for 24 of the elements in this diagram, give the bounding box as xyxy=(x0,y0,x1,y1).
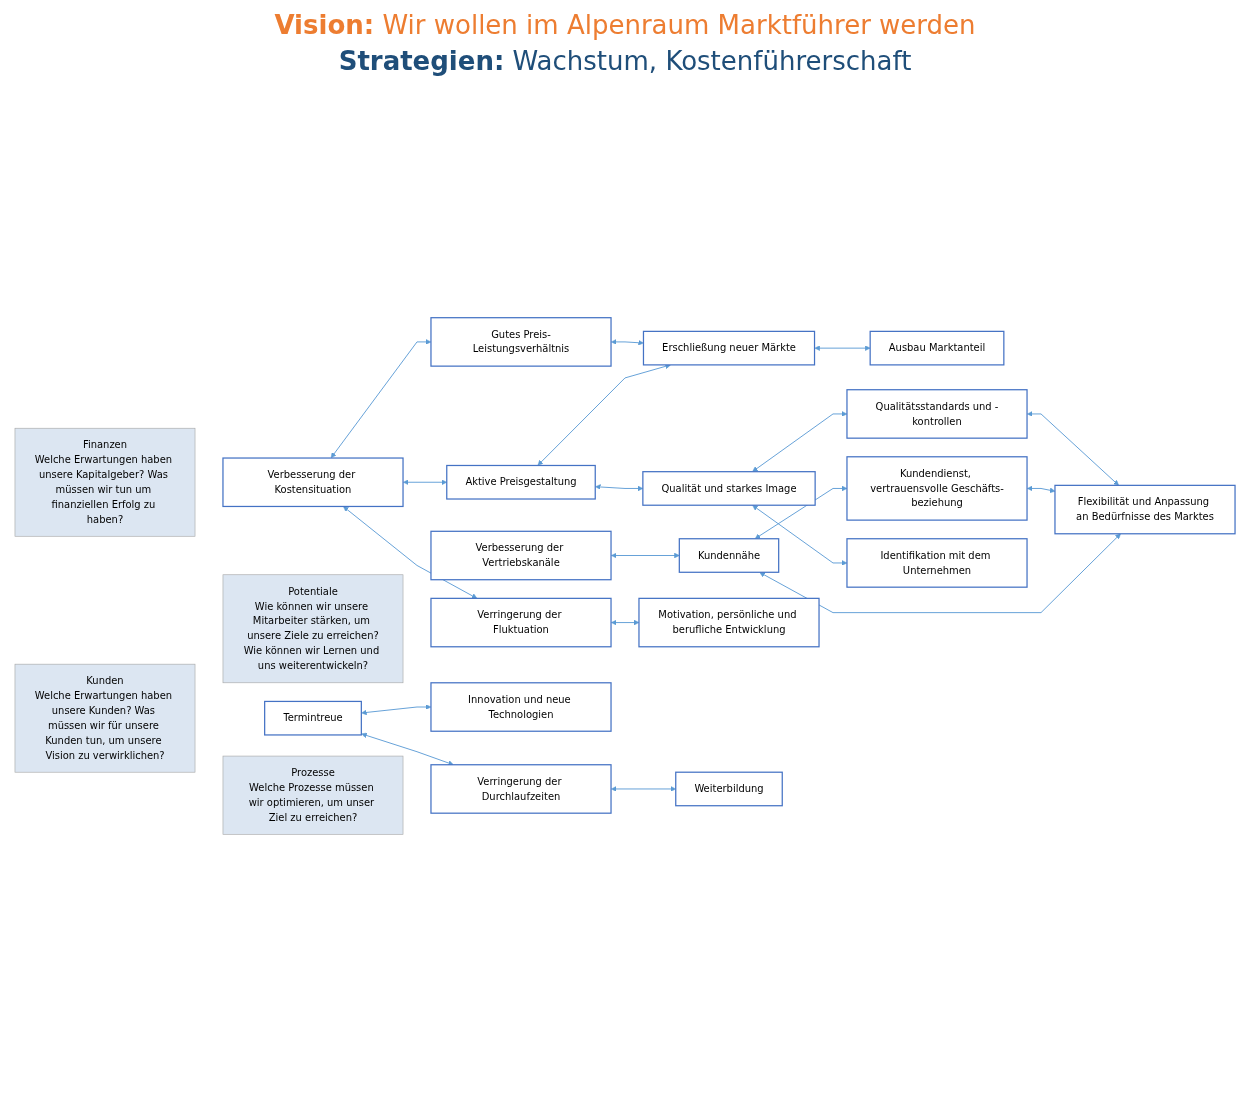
node-box: Potentiale Wie können wir unsere Mitarbeiter stärken, um unsere Ziele zu erreichen? Wie können wir Lernen und uns weiterentwickeln? xyxy=(222,574,404,684)
node-box: Erschließung neuer Märkte xyxy=(642,330,816,366)
node-box: Gutes Preis-Leistungsverhältnis xyxy=(430,317,612,367)
node-box: Kundennähe xyxy=(678,538,780,573)
node-box: Kunden Welche Erwartungen haben unsere Kunden? Was müssen wir für unsere Kunden tun, um unsere Vision zu verwirklichen? xyxy=(14,663,196,773)
strategy-heading: Strategien: Wachstum, Kostenführerschaft xyxy=(338,46,912,76)
node-box: Kundendienst, vertrauensvolle Geschäfts-beziehung xyxy=(846,456,1028,521)
node-box: Flexibilität und Anpassung an Bedürfnisse des Marktes xyxy=(1054,484,1236,535)
node-box: Qualität und starkes Image xyxy=(642,471,816,506)
node-box: Innovation und neue Technologien xyxy=(430,682,612,732)
vision-heading: Vision: Wir wollen im Alpenraum Marktführer werden xyxy=(274,10,976,40)
node-box: Aktive Preisgestaltung xyxy=(446,464,596,500)
node-box: Termintreue xyxy=(264,700,362,736)
node-box: Motivation, persönliche und berufliche Entwicklung xyxy=(638,597,820,648)
node-box: Verringerung der Fluktuation xyxy=(430,597,612,648)
node-box: Verringerung der Durchlaufzeiten xyxy=(430,764,612,814)
node-box: Verbesserung der Kostensituation xyxy=(222,457,404,508)
node-box: Finanzen Welche Erwartungen haben unsere Kapitalgeber? Was müssen wir tun um finanziellen Erfolg zu haben? xyxy=(14,427,196,537)
node-box: Prozesse Welche Prozesse müssen wir optimieren, um unser Ziel zu erreichen? xyxy=(222,755,404,835)
node-box: Qualitätsstandards und -kontrollen xyxy=(846,389,1028,439)
node-box: Identifikation mit dem Unternehmen xyxy=(846,538,1028,588)
node-box: Weiterbildung xyxy=(675,771,783,807)
node-box: Ausbau Marktanteil xyxy=(869,330,1005,366)
node-box: Verbesserung der Vertriebskanäle xyxy=(430,530,612,581)
